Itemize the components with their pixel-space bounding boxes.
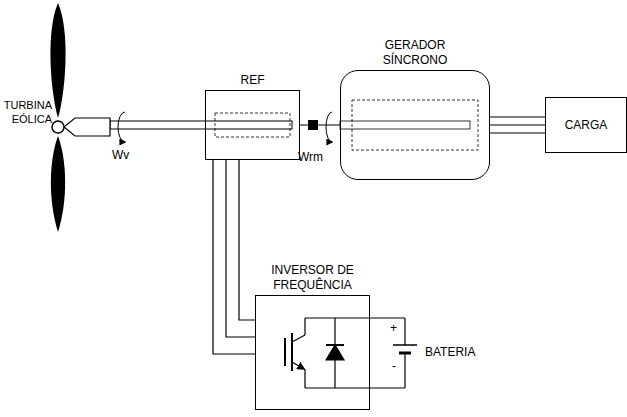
battery-label: BATERIA [425,345,495,359]
rotation-arrow [326,112,332,142]
speed-label: Wrm [298,150,330,164]
wire-line [213,160,255,354]
speed-label: Wv [112,148,142,162]
box-heading: REF [218,73,288,88]
wire-connector [300,125,340,126]
turbine-blade [50,3,65,118]
generator-inner-dashed [352,100,478,150]
turbine-nacelle [64,118,110,136]
wire-line [226,160,255,337]
generator-box: GERADOR SÍNCRONO [340,70,490,180]
box-text: CARGA [565,118,608,133]
wire-line [490,124,545,125]
dc-wire [305,317,405,318]
inverter-box: INVERSOR DE FREQUÊNCIA [255,295,370,410]
gearbox-box: REF [205,90,300,160]
turbine-label: TURBINA EÓLICA [2,98,52,126]
rotation-arrow [118,112,125,142]
diode-symbol [326,318,344,388]
wire-line [300,124,340,125]
polarity-sign: + [390,321,400,335]
ref-inner-dashed [215,113,290,137]
shaft-coupling [308,120,318,130]
wire-connector [213,160,255,354]
wire-line [490,132,545,133]
turbine-blade [51,136,65,232]
wire-line [239,160,255,320]
wire-line [490,116,545,117]
turbine-shaft [110,121,292,129]
box-heading: GERADOR SÍNCRONO [365,38,465,68]
polarity-sign: - [392,359,402,373]
generator-shaft [340,121,470,129]
dc-wire [305,387,405,388]
box-heading: INVERSOR DE FREQUÊNCIA [248,263,378,293]
igbt-symbol [285,318,305,388]
wire-connector [490,117,545,133]
turbine-hub [52,121,64,133]
load-box: CARGA [545,97,627,153]
